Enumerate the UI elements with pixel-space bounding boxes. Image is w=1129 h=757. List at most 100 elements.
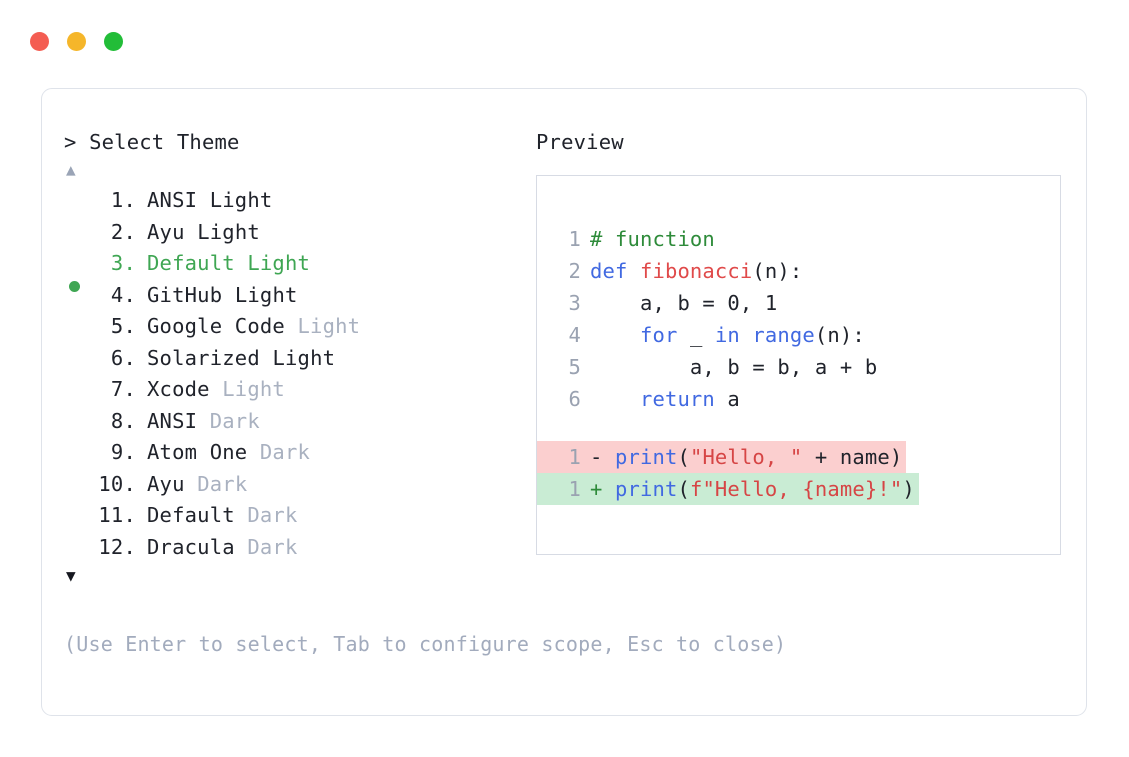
theme-item-variant: Light <box>272 345 336 370</box>
code-line-number: 1 <box>537 441 581 473</box>
theme-item-name: ANSI <box>147 408 198 433</box>
theme-item-name: Default <box>147 503 235 527</box>
theme-item-variant: Light <box>209 188 273 212</box>
theme-item-variant: Light <box>197 219 260 244</box>
code-line-number: 3 <box>568 291 581 315</box>
code-line-number: 5 <box>568 355 581 379</box>
theme-item-number: 10. <box>98 471 136 496</box>
theme-list-item[interactable]: 2.Ayu Light <box>64 217 524 249</box>
code-line: 6 return a <box>537 383 1060 415</box>
scroll-up-icon[interactable]: ▲ <box>66 160 76 179</box>
theme-item-name: Ayu <box>147 219 185 244</box>
code-token: def <box>590 259 640 283</box>
code-token: a <box>714 387 740 411</box>
theme-item-number: 5. <box>110 314 136 338</box>
theme-item-variant: Dark <box>209 408 260 433</box>
code-line-text: def fibonacci(n): <box>581 255 802 287</box>
theme-list-item[interactable]: 4.GitHub Light <box>64 280 524 312</box>
theme-item-label: ANSI Dark <box>136 406 260 438</box>
diff-removed-line: 1- print("Hello, " + name) <box>537 441 1060 473</box>
theme-item-name: Solarized <box>147 345 260 370</box>
code-token <box>590 323 640 347</box>
theme-item-variant: Dark <box>197 471 248 496</box>
code-token: a, b = <box>590 291 728 315</box>
theme-item-name: Ayu <box>147 471 185 496</box>
code-line-text: return a <box>581 383 740 415</box>
theme-item-number: 12. <box>98 534 136 559</box>
code-line-number: 6 <box>568 387 581 411</box>
code-token: + name) <box>802 445 903 469</box>
theme-list-item[interactable]: 5.Google Code Light <box>64 311 524 343</box>
theme-item-label: Google Code Light <box>136 311 360 343</box>
code-token: 1 <box>764 291 778 315</box>
theme-list-item[interactable]: 7.Xcode Light <box>64 374 524 406</box>
theme-item-name: ANSI <box>147 188 198 212</box>
theme-item-number: 4. <box>110 282 136 307</box>
code-line: 4 for _ in range(n): <box>537 319 1060 351</box>
code-token: in <box>714 323 740 347</box>
theme-list-item[interactable]: 6.Solarized Light <box>64 343 524 375</box>
theme-item-name: Atom One <box>147 440 248 464</box>
selected-bullet-icon <box>69 281 80 292</box>
theme-item-name: GitHub <box>147 282 223 307</box>
minimize-button[interactable] <box>67 32 86 51</box>
theme-item-number: 8. <box>110 408 136 433</box>
code-token: + <box>590 477 615 501</box>
theme-item-number: 6. <box>110 345 136 370</box>
theme-item-variant: Dark <box>247 534 298 559</box>
theme-list-item[interactable]: 8.ANSI Dark <box>64 406 524 438</box>
theme-list-item[interactable]: 10. Ayu Dark <box>64 469 524 501</box>
theme-item-label: GitHub Light <box>136 280 298 312</box>
help-text: (Use Enter to select, Tab to configure s… <box>64 632 787 656</box>
page-title: > Select Theme <box>64 130 240 154</box>
theme-item-variant: Light <box>234 282 298 307</box>
code-token: - <box>590 445 615 469</box>
theme-item-number: 11. <box>98 503 136 527</box>
theme-list-item[interactable]: 11.Default Dark <box>64 500 524 532</box>
code-token <box>740 323 753 347</box>
code-line-text: for _ in range(n): <box>581 319 865 351</box>
code-line: 3 a, b = 0, 1 <box>537 287 1060 319</box>
theme-item-name: Dracula <box>147 534 235 559</box>
close-button[interactable] <box>30 32 49 51</box>
code-token: # function <box>590 227 715 251</box>
code-token: , <box>739 291 765 315</box>
code-token <box>590 387 640 411</box>
code-token: ) <box>902 477 915 501</box>
theme-list-item[interactable]: 1.ANSI Light <box>64 185 524 217</box>
theme-item-label: ANSI Light <box>136 185 272 217</box>
theme-item-name: Default <box>147 251 235 275</box>
code-line-number: 1 <box>568 227 581 251</box>
theme-item-variant: Light <box>247 251 311 275</box>
maximize-button[interactable] <box>104 32 123 51</box>
theme-item-label: Default Light <box>136 248 310 280</box>
code-token: f"Hello, {name}!" <box>689 477 903 501</box>
code-token: return <box>639 387 715 411</box>
code-token: (n): <box>752 259 803 283</box>
code-line-text: # function <box>581 223 715 255</box>
code-token: ( <box>677 477 690 501</box>
theme-item-label: Dracula Dark <box>136 532 298 564</box>
window-controls <box>30 32 123 51</box>
preview-title: Preview <box>536 130 624 154</box>
theme-item-label: Default Dark <box>136 500 298 532</box>
theme-item-number: 9. <box>110 440 136 464</box>
theme-item-number: 3. <box>110 251 136 275</box>
theme-list-item[interactable]: 3.Default Light <box>64 248 524 292</box>
code-line-text: - print("Hello, " + name) <box>581 441 907 473</box>
theme-item-label: Solarized Light <box>136 343 335 375</box>
theme-item-name: Google Code <box>147 314 285 338</box>
diff-added-line: 1+ print(f"Hello, {name}!") <box>537 473 1060 505</box>
code-line-text: a, b = b, a + b <box>581 351 877 383</box>
theme-item-variant: Dark <box>247 503 298 527</box>
code-token: 0 <box>727 291 740 315</box>
theme-list-item[interactable]: 12.Dracula Dark <box>64 532 524 564</box>
code-line: 5 a, b = b, a + b <box>537 351 1060 383</box>
theme-list-item[interactable]: 9.Atom One Dark <box>64 437 524 469</box>
theme-item-label: Ayu Light <box>136 217 260 249</box>
scroll-down-icon[interactable]: ▼ <box>66 566 76 585</box>
